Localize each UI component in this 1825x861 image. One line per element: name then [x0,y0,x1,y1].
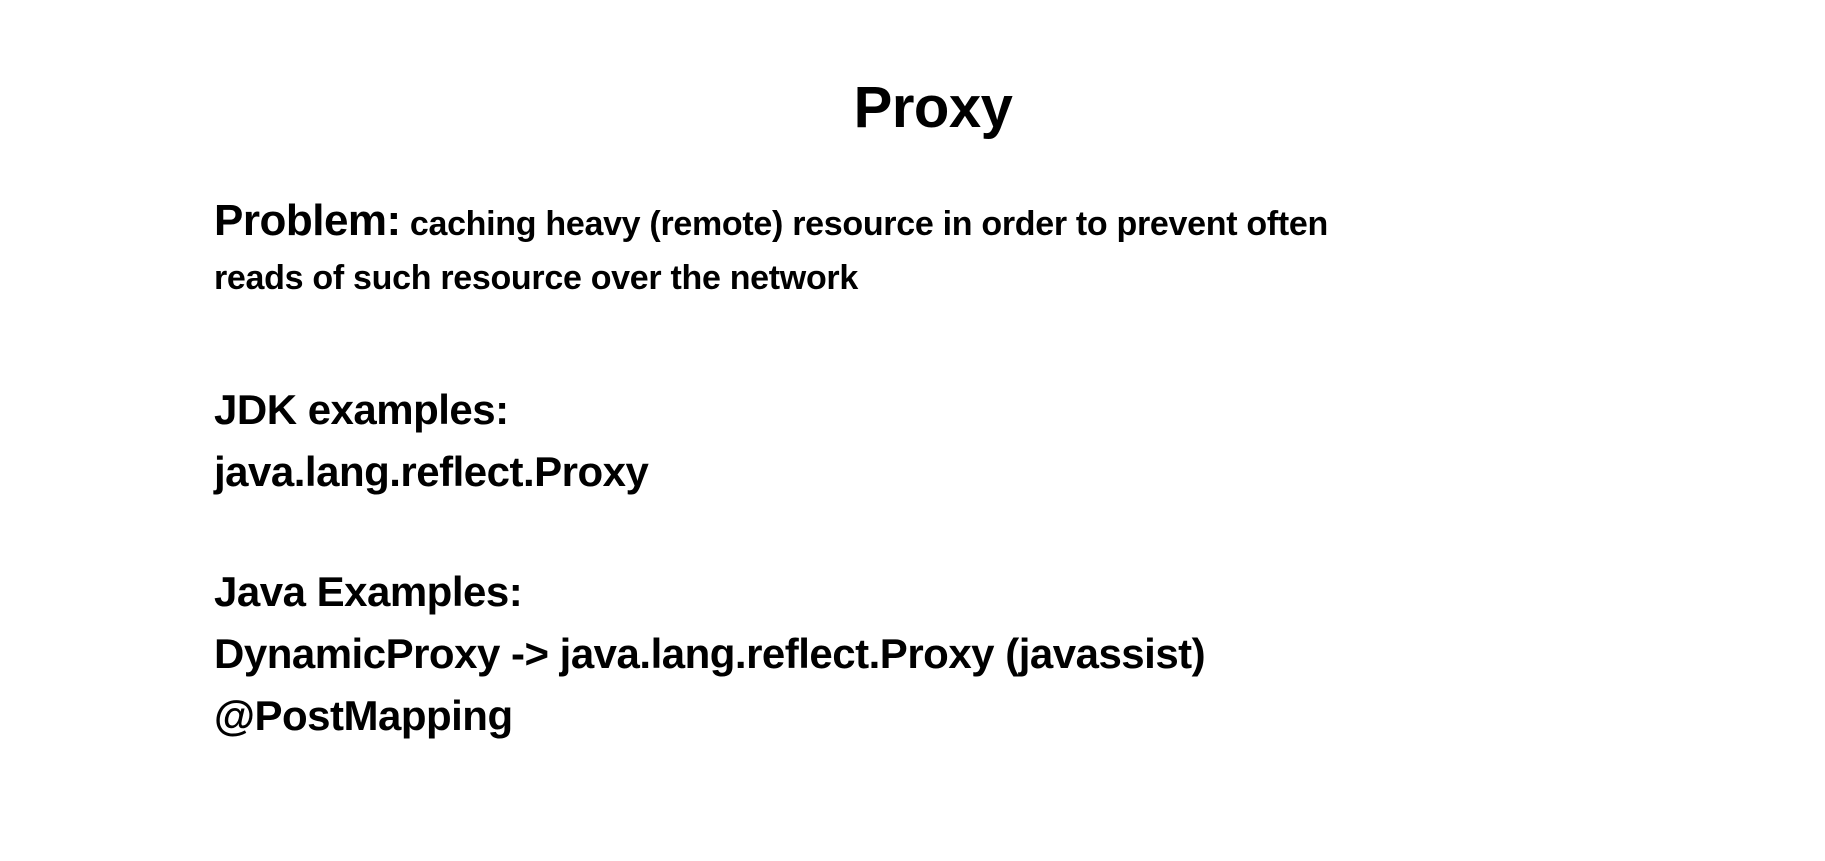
java-example-item: @PostMapping [214,692,513,739]
java-example-item: DynamicProxy -> java.lang.reflect.Proxy … [214,630,1206,677]
problem-block: Problem: caching heavy (remote) resource… [214,194,1614,305]
problem-label: Problem: [214,196,401,245]
problem-line-1: Problem: caching heavy (remote) resource… [214,194,1614,251]
java-examples-section: Java Examples: DynamicProxy -> java.lang… [214,561,1614,747]
jdk-examples-heading: JDK examples: [214,386,509,433]
problem-text-line-2: reads of such resource over the network [214,259,858,297]
java-examples-heading: Java Examples: [214,568,523,615]
problem-text-line-1: caching heavy (remote) resource in order… [409,205,1328,243]
slide-content: Problem: caching heavy (remote) resource… [214,194,1614,747]
jdk-examples-section: JDK examples: java.lang.reflect.Proxy [214,379,1614,503]
slide-title: Proxy [853,75,1013,140]
jdk-example-item: java.lang.reflect.Proxy [214,448,649,495]
